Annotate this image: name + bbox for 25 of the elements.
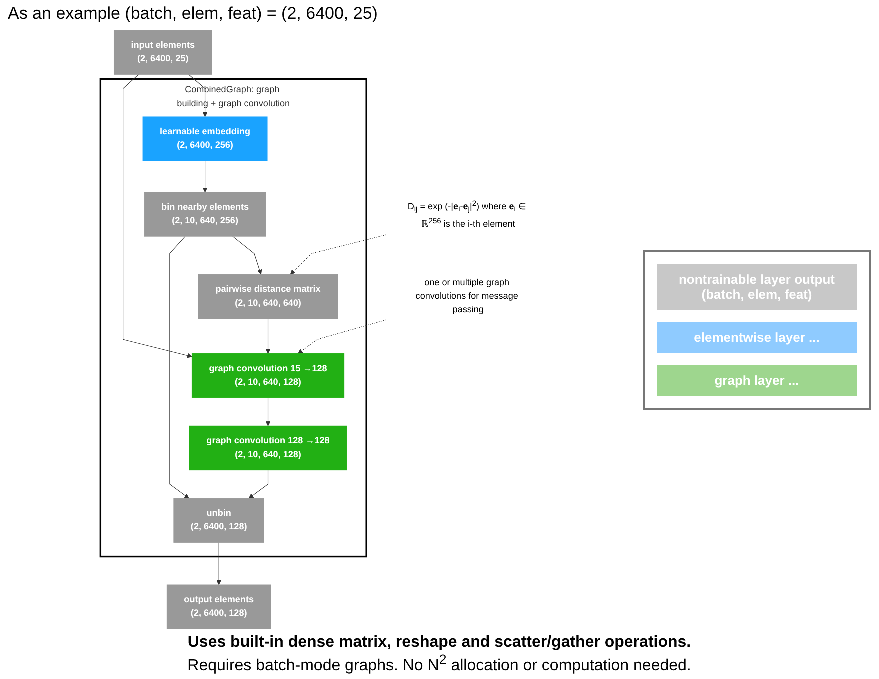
note-text: As an example (batch, elem, feat) = (2, 6400, 25) — [8, 4, 378, 24]
node-box: bin nearby elements (2, 10, 640, 256) — [144, 192, 266, 237]
node-box: graph convolution 128 →128 (2, 10, 640, 128) — [189, 426, 348, 471]
arrow — [298, 320, 387, 354]
arrow — [290, 234, 387, 275]
arrow — [170, 236, 190, 499]
legend-swatch: graph layer ... — [657, 364, 857, 396]
arrow — [202, 160, 208, 193]
node-box: output elements (2, 6400, 128) — [166, 584, 272, 630]
note-text: Requires batch-mode graphs. No N$^{2}$ allocation or computation needed. — [186, 652, 692, 675]
legend-swatch: elementwise layer ... — [657, 322, 857, 353]
arrow — [123, 74, 192, 358]
caption: Uses built-in dense matrix, reshape and scatter/gather operations. — [186, 634, 692, 652]
arrow — [248, 470, 269, 499]
node-box: learnable embedding (2, 6400, 256) — [142, 116, 268, 162]
node-box: unbin (2, 6400, 128) — [174, 498, 264, 543]
node-text: one or multiple graph convolutions for message passing — [416, 278, 518, 315]
node-text: D$_{ij}$ = exp (-|e$_{i}$-e$_{j}$|$^{2}$) where e$_{i}$ ∈ ℝ$^{256}$ is the i-th element — [408, 199, 526, 229]
arrow — [232, 236, 262, 275]
arrow — [266, 398, 271, 426]
node-box: graph convolution 15 →128 (2, 10, 640, 128) — [192, 354, 345, 398]
arrow — [266, 318, 271, 354]
arrow — [216, 542, 222, 586]
node-box: input elements (2, 6400, 25) — [114, 30, 212, 75]
node-box: pairwise distance matrix (2, 10, 640, 640) — [198, 274, 338, 320]
